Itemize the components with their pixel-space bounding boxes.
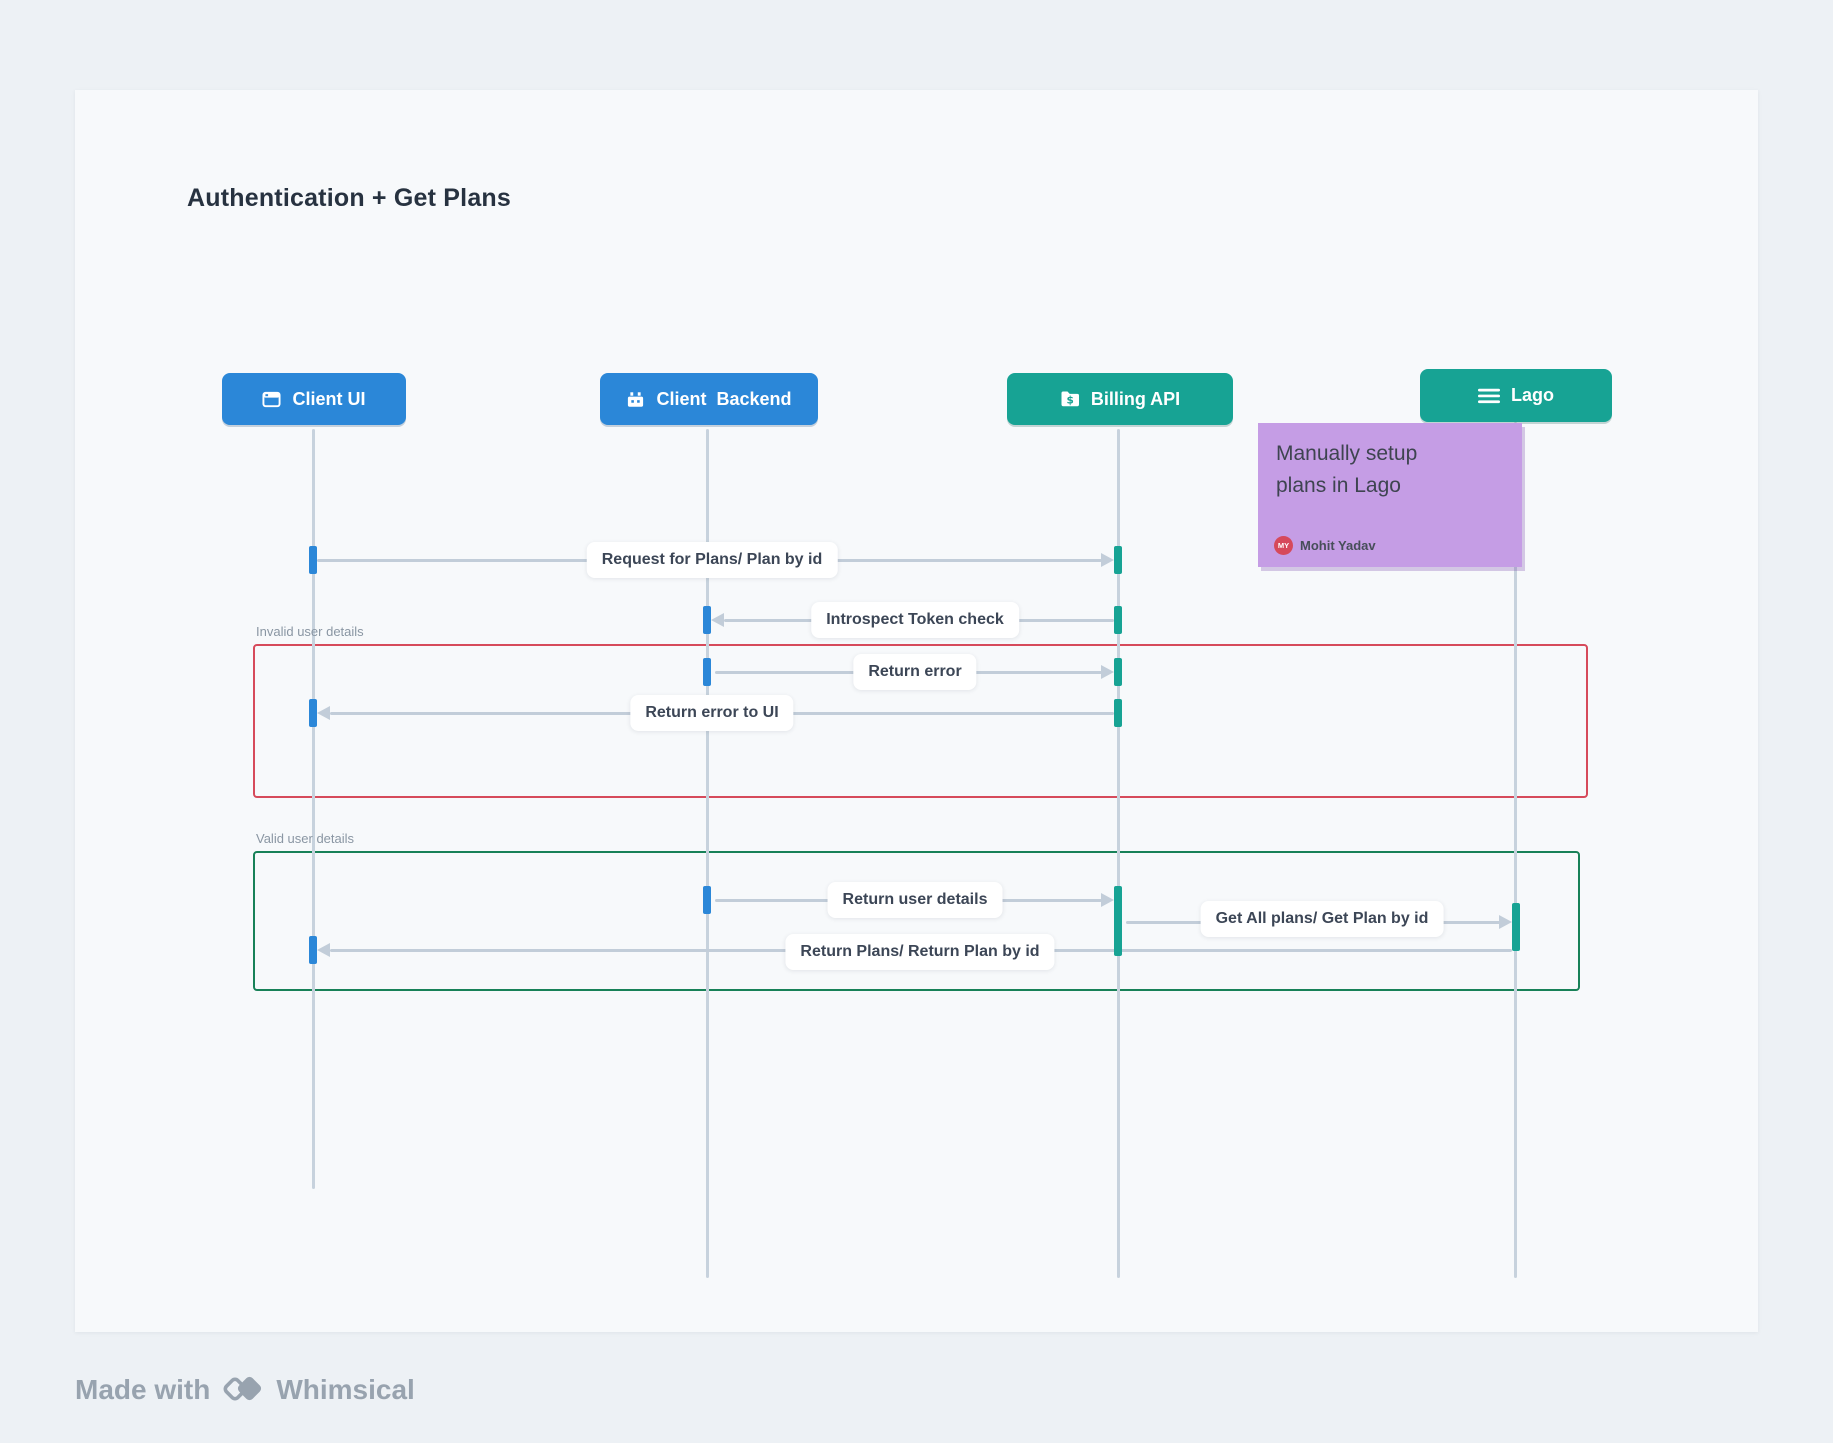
actor-client-ui: Client UI bbox=[222, 373, 406, 425]
menu-icon bbox=[1478, 387, 1500, 405]
activation-bar bbox=[309, 546, 317, 574]
message-label: Return Plans/ Return Plan by id bbox=[785, 934, 1055, 970]
arrowhead bbox=[317, 706, 330, 720]
lifeline-lago bbox=[1514, 422, 1517, 1278]
actor-label: Client Backend bbox=[656, 388, 792, 409]
fragment-label-invalid: Invalid user details bbox=[256, 624, 364, 639]
svg-text:$: $ bbox=[1066, 395, 1073, 407]
arrowhead bbox=[317, 943, 330, 957]
actor-client-backend: Client Backend bbox=[600, 373, 818, 425]
made-with-text: Made with bbox=[75, 1374, 211, 1405]
lifeline-billing-api bbox=[1117, 429, 1120, 1278]
activation-bar bbox=[309, 936, 317, 964]
activation-bar bbox=[1114, 658, 1122, 686]
arrowhead bbox=[711, 613, 724, 627]
sticky-note-author: MY Mohit Yadav bbox=[1274, 536, 1376, 555]
message-label: Get All plans/ Get Plan by id bbox=[1200, 901, 1444, 937]
arrowhead bbox=[1101, 665, 1114, 679]
billing-folder-icon: $ bbox=[1060, 390, 1080, 408]
activation-bar bbox=[703, 886, 711, 914]
sticky-note: Manually setup plans in Lago MY Mohit Ya… bbox=[1258, 423, 1522, 567]
diagram-canvas bbox=[75, 90, 1758, 1332]
browser-window-icon bbox=[262, 390, 282, 409]
actor-label: Client UI bbox=[292, 388, 366, 409]
sticky-note-text: Manually setup plans in Lago bbox=[1276, 442, 1418, 497]
message-label: Request for Plans/ Plan by id bbox=[586, 542, 838, 578]
brand-text: Whimsical bbox=[276, 1374, 415, 1405]
lifeline-client-ui bbox=[312, 429, 315, 1189]
fragment-invalid-user-details bbox=[253, 644, 1588, 798]
actor-label: Lago bbox=[1511, 385, 1554, 405]
avatar: MY bbox=[1274, 536, 1293, 555]
whimsical-logo-icon bbox=[219, 1368, 271, 1412]
activation-bar bbox=[1114, 606, 1122, 634]
actor-lago: Lago bbox=[1420, 369, 1612, 422]
fragment-label-valid: Valid user details bbox=[256, 831, 355, 846]
activation-bar bbox=[1114, 886, 1122, 956]
author-name: Mohit Yadav bbox=[1300, 538, 1376, 553]
activation-bar bbox=[703, 658, 711, 686]
message-label: Return user details bbox=[827, 882, 1003, 918]
lifeline-client-backend bbox=[706, 429, 709, 1278]
activation-bar bbox=[1114, 699, 1122, 727]
activation-bar bbox=[309, 699, 317, 727]
message-label: Return error bbox=[853, 654, 977, 690]
diagram-title: Authentication + Get Plans bbox=[187, 184, 511, 212]
actor-billing-api: $ Billing API bbox=[1007, 373, 1233, 425]
message-label: Introspect Token check bbox=[811, 602, 1019, 638]
whimsical-credit-link[interactable]: Made with Whimsical bbox=[75, 1368, 415, 1412]
server-icon bbox=[626, 390, 645, 409]
fragment-valid-user-details bbox=[253, 851, 1580, 991]
actor-label: Billing API bbox=[1090, 388, 1181, 409]
arrowhead bbox=[1101, 893, 1114, 907]
activation-bar bbox=[703, 606, 711, 634]
arrowhead bbox=[1101, 553, 1114, 567]
message-label: Return error to UI bbox=[630, 695, 794, 731]
arrowhead bbox=[1499, 915, 1512, 929]
activation-bar bbox=[1512, 903, 1520, 951]
activation-bar bbox=[1114, 546, 1122, 574]
